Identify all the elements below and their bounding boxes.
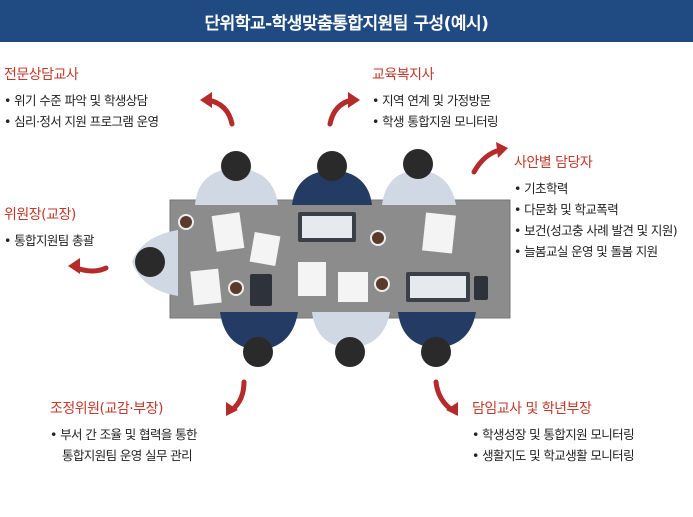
- document-icon: [422, 212, 456, 254]
- role-homeroom-item: 생활지도 및 학교생활 모니터링: [472, 445, 634, 466]
- laptop-icon: [406, 272, 470, 302]
- document-icon: [211, 212, 245, 252]
- header-title: 단위학교-학생맞춤통합지원팀 구성(예시): [204, 13, 489, 34]
- role-coordinator: 조정위원(교감·부장) 부서 간 조율 및 협력을 통한 통합지원팀 운영 실무…: [50, 398, 198, 466]
- arrow-head: [200, 92, 212, 108]
- role-welfare-item: 지역 연계 및 가정방문: [372, 90, 498, 111]
- person-bottom-center: [312, 312, 390, 367]
- role-coordinator-title: 조정위원(교감·부장): [50, 401, 163, 417]
- role-welfare-title: 교육복지사: [372, 67, 434, 83]
- role-case-manager: 사안별 담당자 기초학력 다문화 및 학교폭력 보건(성고충 사례 발견 및 지…: [514, 152, 693, 262]
- person-bottom-left: [220, 312, 298, 367]
- document-icon: [298, 262, 326, 296]
- laptop-icon: [298, 212, 356, 242]
- role-counselor-title: 전문상담교사: [4, 67, 79, 83]
- role-case-manager-item: 보건(성고충 사례 발견 및 지원): [514, 220, 693, 241]
- coffee-cup-icon: [374, 276, 390, 292]
- person-bottom-right: [398, 312, 476, 367]
- role-case-manager-item: 다문화 및 학교폭력: [514, 199, 693, 220]
- coffee-cup-icon: [370, 230, 386, 246]
- arrow-to-case-manager: [471, 147, 503, 175]
- role-homeroom-title: 담임교사 및 학년부장: [472, 401, 592, 417]
- arrow-to-coordinator: [229, 379, 247, 413]
- coffee-cup-icon: [178, 214, 194, 230]
- role-homeroom-item: 학생성장 및 통합지원 모니터링: [472, 424, 634, 445]
- role-counselor: 전문상담교사 위기 수준 파악 및 학생상담 심리·정서 지원 프로그램 운영: [4, 64, 159, 132]
- arrow-head: [348, 92, 360, 108]
- arrow-head: [226, 402, 238, 416]
- role-welfare-item: 학생 통합지원 모니터링: [372, 111, 498, 132]
- role-principal: 위원장(교장) 통합지원팀 총괄: [4, 204, 94, 251]
- person-top-center: [292, 151, 372, 205]
- role-principal-item: 통합지원팀 총괄: [4, 230, 94, 251]
- arrow-head: [496, 142, 508, 158]
- role-principal-title: 위원장(교장): [4, 207, 76, 223]
- arrow-to-homeroom: [433, 379, 455, 413]
- role-counselor-item: 심리·정서 지원 프로그램 운영: [4, 111, 159, 132]
- document-icon: [190, 268, 222, 306]
- coffee-cup-icon: [228, 280, 244, 296]
- diagram-header: 단위학교-학생맞춤통합지원팀 구성(예시): [0, 0, 693, 42]
- person-left: [132, 230, 178, 296]
- person-top-right: [382, 149, 456, 205]
- role-homeroom: 담임교사 및 학년부장 학생성장 및 통합지원 모니터링 생활지도 및 학교생활…: [472, 398, 635, 466]
- role-case-manager-item: 늘봄교실 운영 및 돌봄 지원: [514, 241, 693, 262]
- document-icon: [249, 231, 281, 267]
- phone-icon: [474, 276, 488, 300]
- arrow-head: [446, 402, 458, 416]
- role-case-manager-item: 기초학력: [514, 178, 693, 199]
- document-icon: [338, 272, 368, 302]
- tablet-icon: [250, 274, 272, 306]
- role-coordinator-item: 부서 간 조율 및 협력을 통한: [50, 424, 197, 445]
- role-coordinator-item: 통합지원팀 운영 실무 관리: [62, 448, 193, 463]
- role-welfare: 교육복지사 지역 연계 및 가정방문 학생 통합지원 모니터링: [372, 64, 499, 132]
- arrow-to-principal: [73, 265, 109, 274]
- role-case-manager-title: 사안별 담당자: [514, 155, 593, 171]
- arrow-head: [68, 258, 80, 274]
- person-top-left: [195, 151, 278, 205]
- role-counselor-item: 위기 수준 파악 및 학생상담: [4, 90, 158, 111]
